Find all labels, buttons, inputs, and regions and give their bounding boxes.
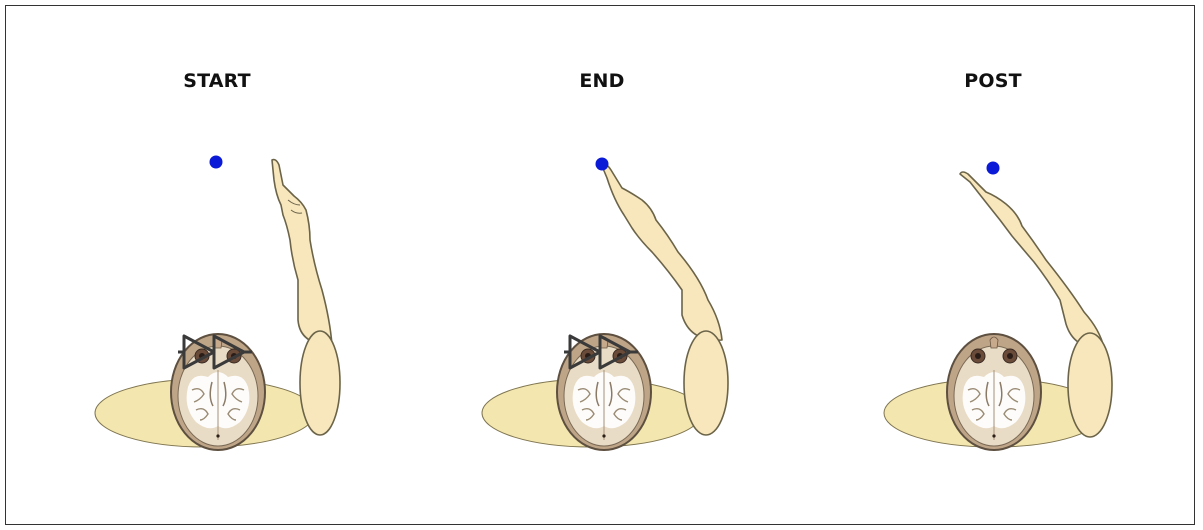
panel-end bbox=[482, 158, 728, 451]
panel-start bbox=[95, 156, 340, 451]
head-post bbox=[947, 334, 1041, 450]
target-dot-end bbox=[596, 158, 609, 171]
target-dot-post bbox=[987, 162, 1000, 175]
target-dot-start bbox=[210, 156, 223, 169]
panel-post bbox=[884, 162, 1112, 451]
